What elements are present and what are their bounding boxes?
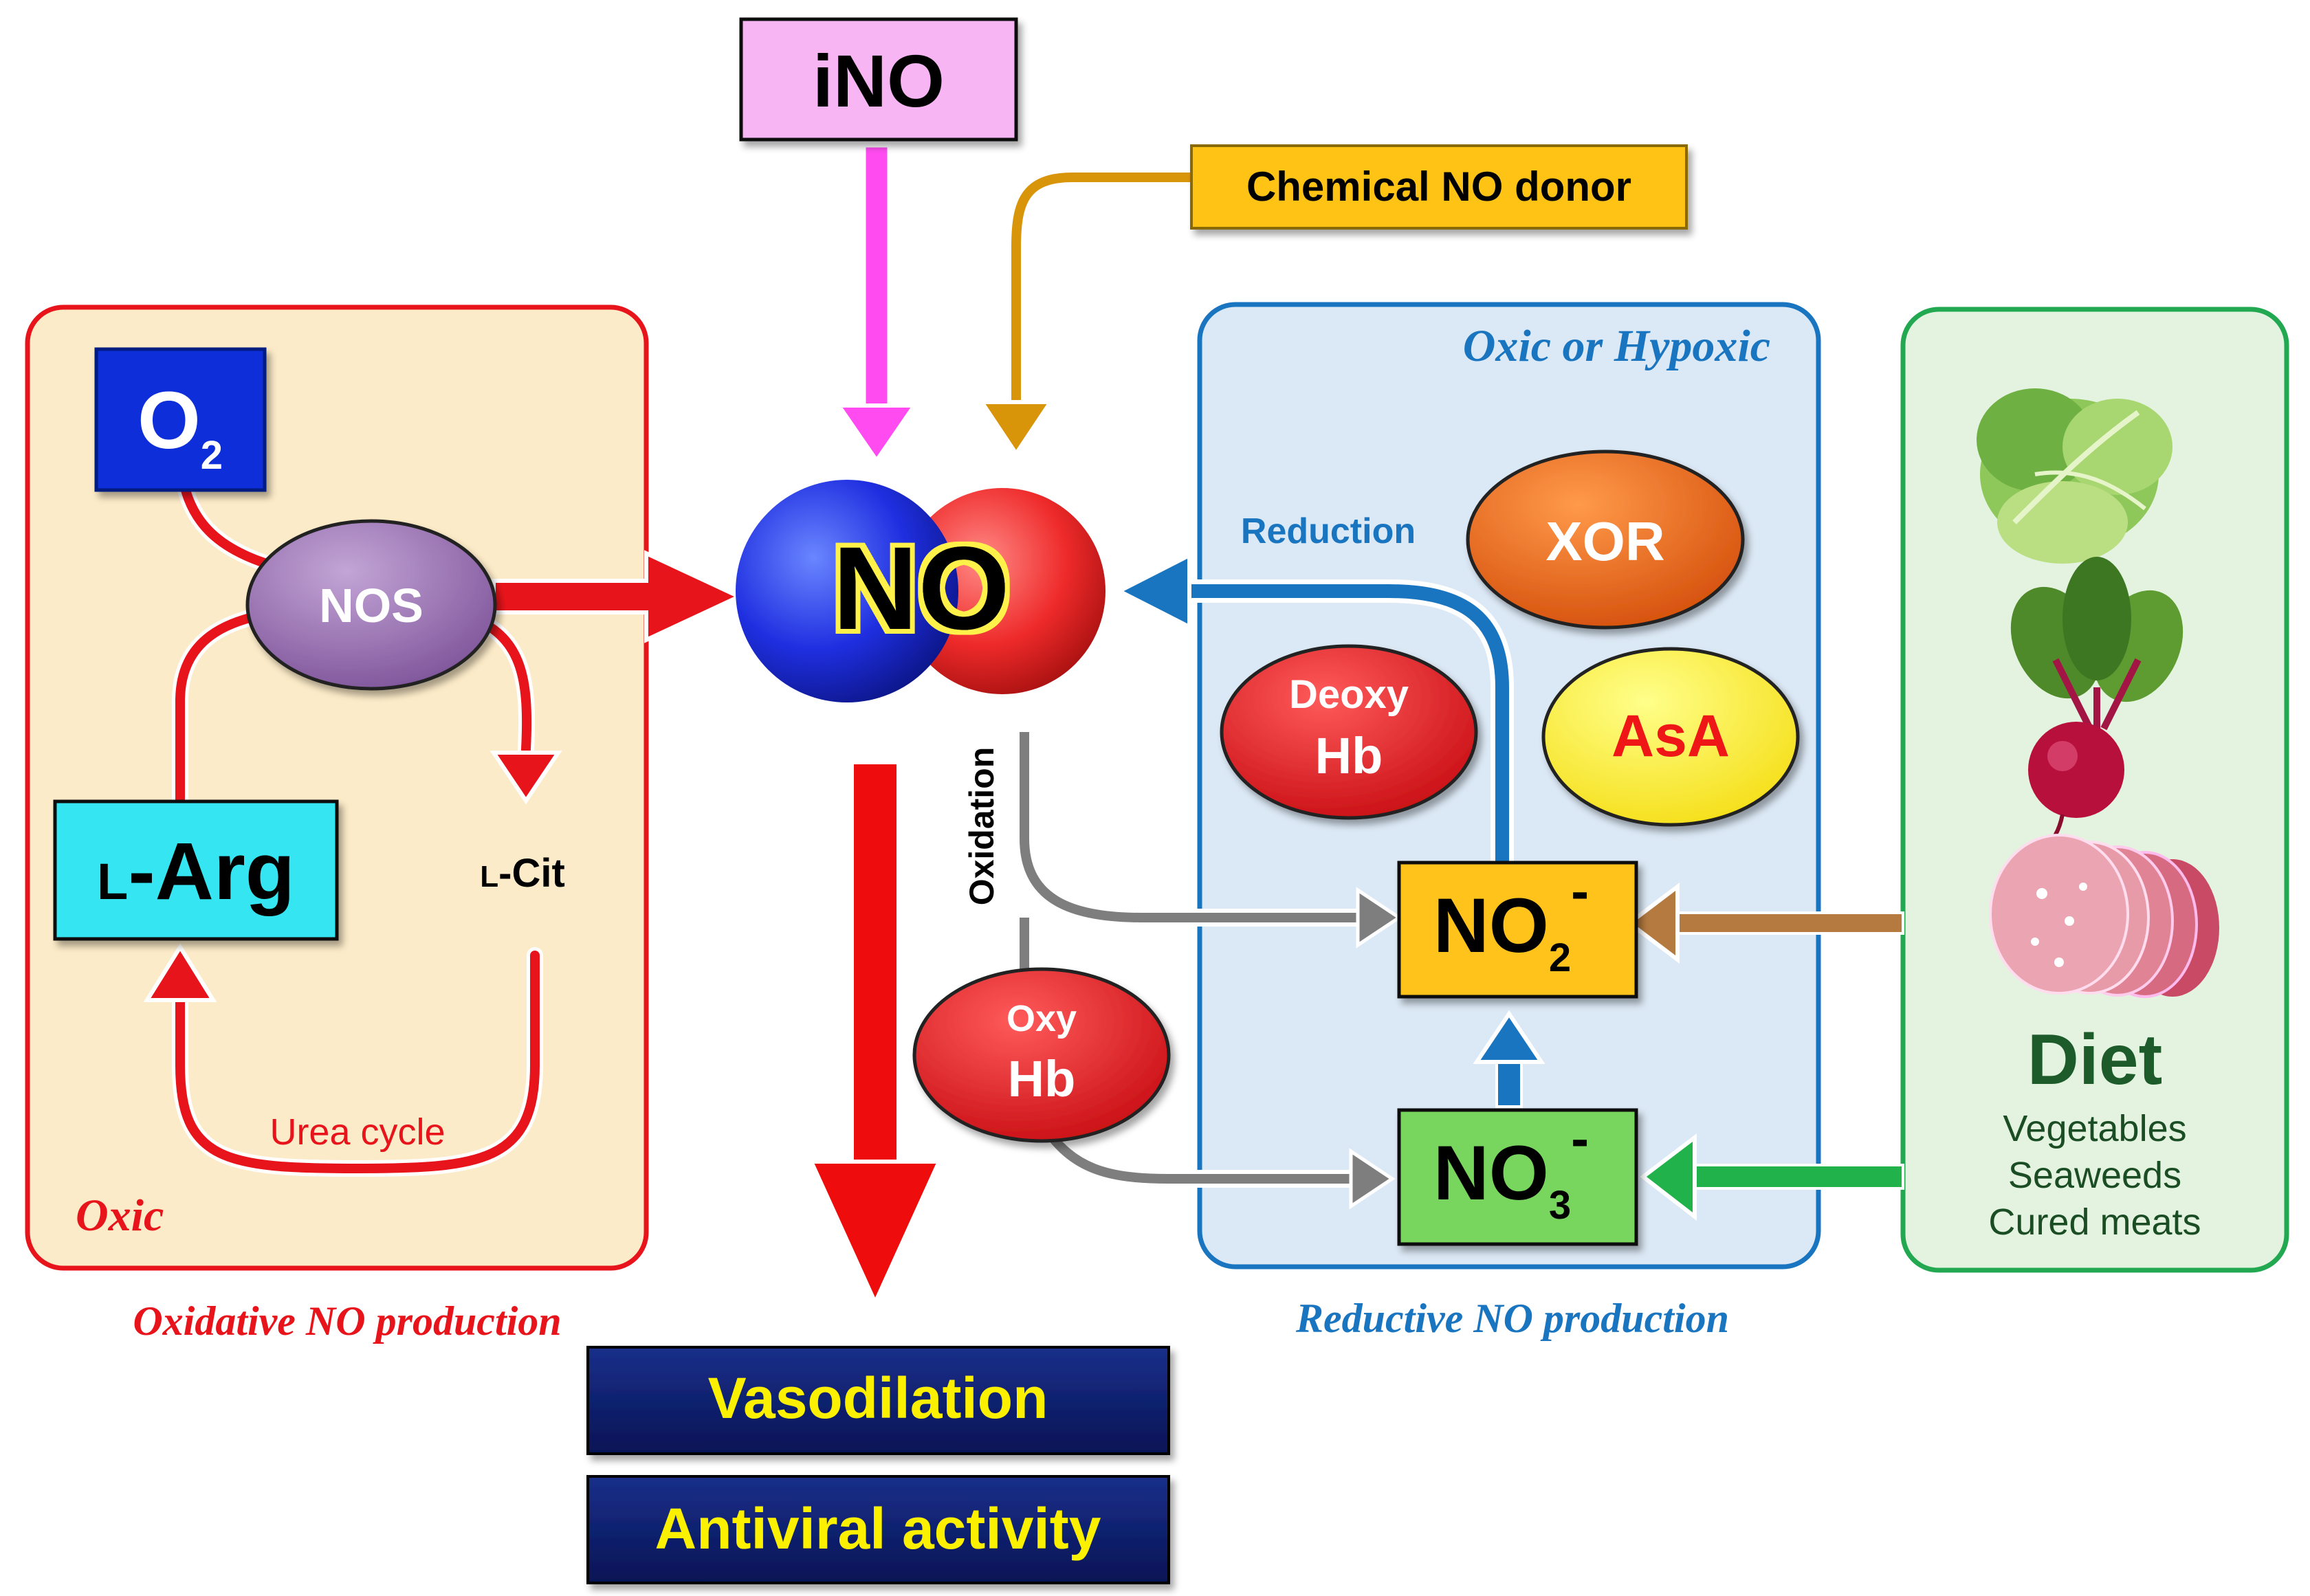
larg-label: -Arg: [128, 826, 295, 917]
no-to-effects-arrow: [808, 762, 943, 1308]
no-molecule: NO: [736, 480, 1106, 702]
reductive-caption: Reductive NO production: [1295, 1296, 1729, 1341]
lcit-label: L-Cit: [480, 851, 565, 896]
oxidation-arrows: [1015, 732, 1365, 1188]
xor-label: XOR: [1546, 511, 1664, 572]
vasodilation-label: Vasodilation: [708, 1366, 1048, 1430]
nitrogen-atom: [736, 480, 958, 702]
deoxy-hb: Deoxy Hb: [1220, 644, 1478, 820]
diet-to-no3-arrow: [1640, 1133, 1904, 1221]
no3-subscript: 3: [1549, 1183, 1571, 1228]
no3-box: NO3-: [1397, 1108, 1638, 1246]
oxygen-atom: [899, 488, 1106, 694]
donor-arrow: [978, 168, 1200, 458]
antiviral-label: Antiviral activity: [655, 1496, 1101, 1561]
oxy-hb-line2: Hb: [1008, 1050, 1076, 1107]
no2-subscript: 2: [1549, 935, 1571, 980]
oxic-or-hypoxic-label: Oxic or Hypoxic: [1463, 321, 1770, 371]
asa-molecule: AsA: [1541, 647, 1800, 827]
nos-to-no-arrow: [492, 550, 745, 643]
xor-enzyme: XOR: [1466, 450, 1745, 630]
larg-prefix: L: [97, 853, 128, 910]
antiviral-box: Antiviral activity: [586, 1475, 1170, 1584]
svg-text:NO3-: NO3-: [1433, 1108, 1589, 1228]
oxic-label: Oxic: [76, 1190, 164, 1241]
urea-cycle-label: Urea cycle: [270, 1111, 445, 1153]
o2-subscript: 2: [201, 433, 223, 478]
arrowheads-oxidation: [1349, 887, 1402, 1210]
oxidative-caption: Oxidative NO production: [133, 1298, 561, 1344]
svg-text:NO2-: NO2-: [1433, 861, 1589, 980]
chemical-donor-label: Chemical NO donor: [1246, 164, 1631, 210]
deoxy-hb-line2: Hb: [1315, 727, 1383, 784]
o2-box: O2: [94, 347, 267, 492]
lettuce-icon: [1977, 388, 2172, 564]
oxidation-label: Oxidation: [962, 747, 1001, 906]
diet-item-vegetables: Vegetables: [2003, 1108, 2186, 1149]
ino-arrow: [835, 144, 918, 465]
no3-charge: -: [1571, 1108, 1589, 1168]
svg-text:L-Arg: L-Arg: [97, 826, 295, 917]
no2-box: NO2-: [1397, 861, 1638, 999]
no2-charge: -: [1571, 861, 1589, 921]
arrowheads-oxidative: [143, 751, 562, 1002]
nos-enzyme: NOS: [245, 519, 497, 691]
larg-box: L-Arg: [53, 799, 339, 941]
oxy-hb: Oxy Hb: [912, 967, 1171, 1143]
deoxy-hb-line1: Deoxy: [1289, 672, 1409, 717]
vasodilation-box: Vasodilation: [586, 1346, 1170, 1455]
reduction-label: Reduction: [1241, 511, 1416, 551]
svg-text:O2: O2: [138, 375, 223, 478]
chemical-donor-box: Chemical NO donor: [1190, 144, 1688, 230]
diet-title: Diet: [2027, 1020, 2162, 1100]
ino-label: iNO: [813, 39, 945, 122]
diet-item-cured-meats: Cured meats: [1988, 1201, 2201, 1243]
diet-item-seaweeds: Seaweeds: [2008, 1155, 2181, 1196]
o2-label: O: [138, 375, 201, 466]
asa-label: AsA: [1612, 703, 1730, 769]
ino-box: iNO: [739, 17, 1018, 142]
no2-label: NO: [1433, 883, 1549, 968]
beetroot-icon: [2010, 557, 2184, 847]
diet-to-no2-arrow: [1626, 882, 1904, 964]
salami-icon: [1989, 834, 2219, 998]
no3-to-no2-arrow: [1473, 1010, 1546, 1108]
no-label: NO: [833, 522, 1010, 654]
reduction-arrow: [1114, 552, 1514, 866]
oxy-hb-line1: Oxy: [1006, 998, 1077, 1039]
no3-label: NO: [1433, 1130, 1549, 1216]
nos-label: NOS: [319, 579, 424, 632]
